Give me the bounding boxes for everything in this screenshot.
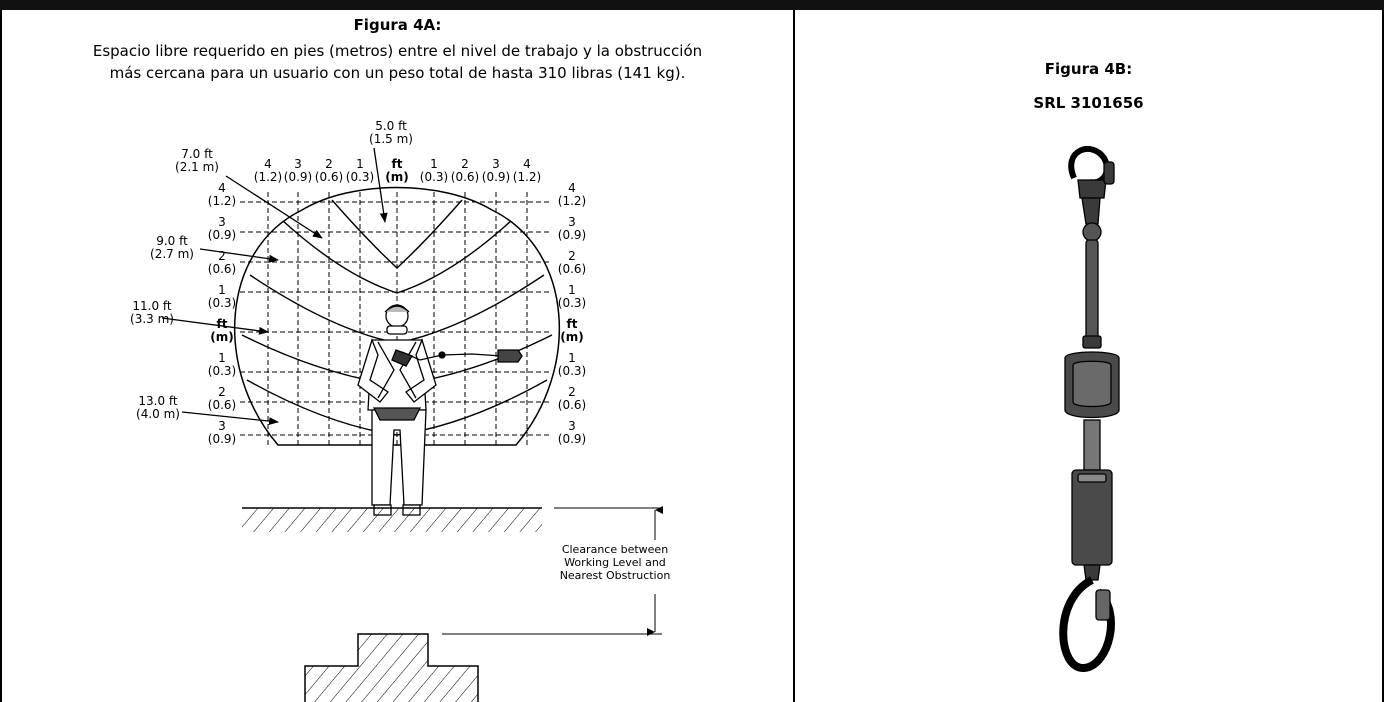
right-scale-m-center: (m)	[560, 330, 583, 344]
callout-13ft: 13.0 ft	[138, 394, 178, 408]
top-scale-m-left-4: (1.2)	[254, 170, 282, 184]
top-scale-ft-left-2: 2	[325, 157, 333, 171]
callout-11ft: 11.0 ft	[132, 299, 172, 313]
right-scale-ft-4: 4	[568, 181, 576, 195]
arrow-13ft	[181, 411, 279, 426]
left-scale-m-2: (0.6)	[208, 262, 236, 276]
right-scale-m-2: (0.6)	[558, 262, 586, 276]
clearance-callouts: 5.0 ft (1.5 m) 7.0 ft (2.1 m) 9.0 ft (2.…	[130, 119, 413, 426]
right-scale-ft-3: 3	[568, 215, 576, 229]
left-scale-ft-3: 3	[218, 215, 226, 229]
caption-line-2: más cercana para un usuario con un peso …	[109, 64, 686, 82]
left-scale-m-center: (m)	[210, 330, 233, 344]
right-scale-ft-1: 1	[568, 283, 576, 297]
top-scale-m-center: (m)	[385, 170, 408, 184]
left-scale-m-lower-1: (0.3)	[208, 364, 236, 378]
clearance-dimension: Clearance between Working Level and Near…	[442, 506, 671, 636]
right-scale-ft-lower-1: 1	[568, 351, 576, 365]
figure-4b-title: Figura 4B:	[1044, 60, 1133, 78]
top-scale-ft-left-4: 4	[264, 157, 272, 171]
top-scale-m-left-1: (0.3)	[346, 170, 374, 184]
callout-9ft-m: (2.7 m)	[150, 247, 194, 261]
right-scale-m-4: (1.2)	[558, 194, 586, 208]
top-scale-m-right-1: (0.3)	[420, 170, 448, 184]
left-scale-ft-4: 4	[218, 181, 226, 195]
callout-7ft: 7.0 ft	[181, 147, 213, 161]
left-scale-m-1: (0.3)	[208, 296, 236, 310]
right-scale-m-3: (0.9)	[558, 228, 586, 242]
left-vertical-scale: 4 (1.2) 3 (0.9) 2 (0.6) 1 (0.3) ft (m) 1…	[208, 181, 236, 446]
callout-5ft: 5.0 ft	[375, 119, 407, 133]
right-scale-ft-center: ft	[567, 317, 578, 331]
right-scale-ft-2: 2	[568, 249, 576, 263]
clearance-label-line-3: Nearest Obstruction	[560, 569, 671, 582]
top-scale-m-right-2: (0.6)	[451, 170, 479, 184]
figure-4b-model: SRL 3101656	[1033, 94, 1144, 112]
left-scale-ft-2: 2	[218, 249, 226, 263]
right-scale-m-lower-1: (0.3)	[558, 364, 586, 378]
right-vertical-scale: 4 (1.2) 3 (0.9) 2 (0.6) 1 (0.3) ft (m) 1…	[558, 181, 586, 446]
top-scale: 4 (1.2) 3 (0.9) 2 (0.6) 1 (0.3) ft (m) 1…	[254, 157, 541, 184]
arrow-7ft	[225, 175, 323, 239]
left-scale-ft-center: ft	[217, 317, 228, 331]
top-scale-ft-right-1: 1	[430, 157, 438, 171]
top-scale-ft-center: ft	[392, 157, 403, 171]
callout-9ft: 9.0 ft	[156, 234, 188, 248]
top-scale-m-right-3: (0.9)	[482, 170, 510, 184]
top-scale-m-left-3: (0.9)	[284, 170, 312, 184]
left-scale-ft-lower-2: 2	[218, 385, 226, 399]
clearance-curves	[241, 199, 553, 436]
callout-13ft-m: (4.0 m)	[136, 407, 180, 421]
caption-line-1: Espacio libre requerido en pies (metros)…	[92, 42, 703, 60]
top-bar	[0, 0, 1384, 10]
right-scale-m-lower-2: (0.6)	[558, 398, 586, 412]
left-scale-m-3: (0.9)	[208, 228, 236, 242]
arrow-11ft	[161, 317, 269, 335]
figure-4b-panel: Figura 4B: SRL 3101656	[795, 10, 1384, 702]
working-level-floor	[242, 507, 542, 532]
left-scale-m-lower-2: (0.6)	[208, 398, 236, 412]
clearance-zone-outline	[233, 186, 561, 446]
nearest-obstruction	[304, 633, 479, 702]
clearance-diagram: 4 (1.2) 3 (0.9) 2 (0.6) 1 (0.3) ft (m) 1…	[130, 119, 671, 702]
top-scale-m-left-2: (0.6)	[315, 170, 343, 184]
left-scale-ft-lower-1: 1	[218, 351, 226, 365]
left-scale-ft-lower-3: 3	[218, 419, 226, 433]
figure-4a-title: Figura 4A:	[353, 16, 442, 34]
srl-device-illustration	[1059, 146, 1120, 672]
clearance-label-line-2: Working Level and	[564, 556, 666, 569]
arrow-5ft	[373, 147, 388, 223]
right-scale-ft-lower-2: 2	[568, 385, 576, 399]
figure-4a-panel: Figura 4A: Espacio libre requerido en pi…	[0, 10, 795, 702]
right-scale-m-lower-3: (0.9)	[558, 432, 586, 446]
right-scale-m-1: (0.3)	[558, 296, 586, 310]
worker-figure	[357, 304, 523, 516]
top-scale-m-right-4: (1.2)	[513, 170, 541, 184]
top-scale-ft-right-4: 4	[523, 157, 531, 171]
clearance-label-line-1: Clearance between	[562, 543, 668, 556]
callout-5ft-m: (1.5 m)	[369, 132, 413, 146]
top-scale-ft-left-3: 3	[294, 157, 302, 171]
figure-4a-caption: Espacio libre requerido en pies (metros)…	[2, 40, 793, 84]
top-scale-ft-right-2: 2	[461, 157, 469, 171]
left-scale-ft-1: 1	[218, 283, 226, 297]
arrow-9ft	[199, 248, 279, 263]
top-scale-ft-right-3: 3	[492, 157, 500, 171]
right-scale-ft-lower-3: 3	[568, 419, 576, 433]
left-scale-m-4: (1.2)	[208, 194, 236, 208]
callout-7ft-m: (2.1 m)	[175, 160, 219, 174]
left-scale-m-lower-3: (0.9)	[208, 432, 236, 446]
top-scale-ft-left-1: 1	[356, 157, 364, 171]
callout-11ft-m: (3.3 m)	[130, 312, 174, 326]
